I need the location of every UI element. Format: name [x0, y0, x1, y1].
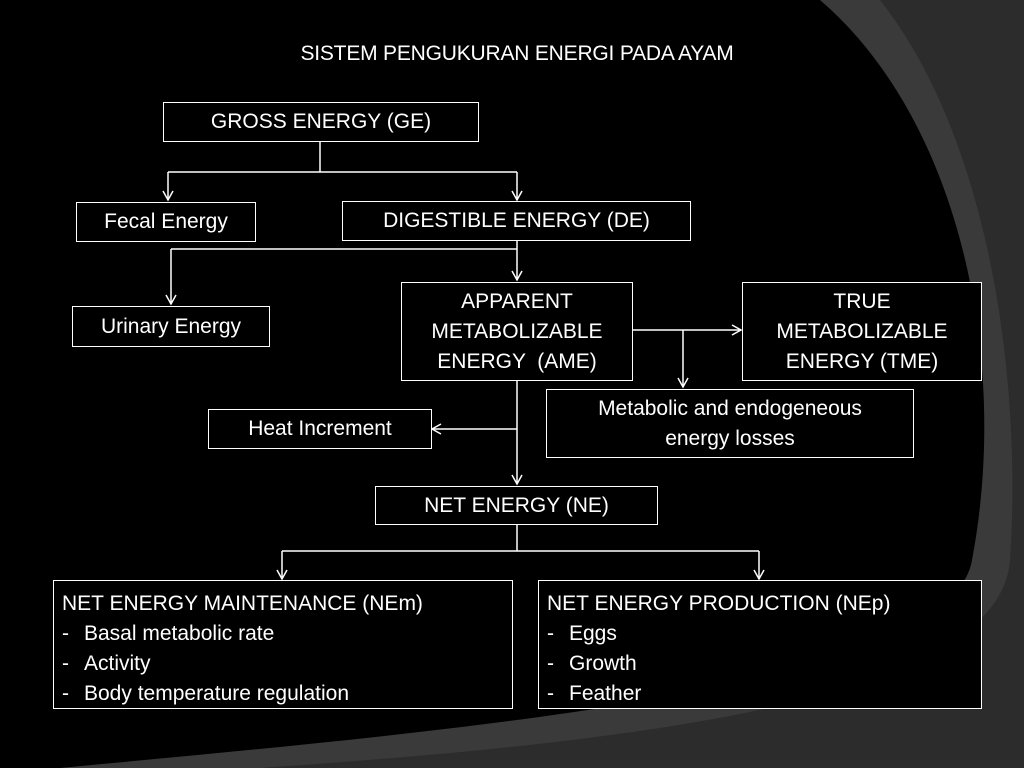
net-energy-maintenance-box: NET ENERGY MAINTENANCE (NEm) -Basal meta… — [53, 580, 513, 709]
tme-line-3: ENERGY (TME) — [785, 349, 939, 373]
nem-heading: NET ENERGY MAINTENANCE (NEm) — [62, 592, 423, 615]
heat-increment-box: Heat Increment — [208, 409, 432, 449]
fecal-energy-label: Fecal Energy — [104, 210, 228, 233]
nem-item: -Basal metabolic rate — [62, 622, 275, 645]
nep-item: -Feather — [547, 682, 642, 705]
nem-item: -Activity — [62, 652, 151, 675]
true-metabolizable-energy-box: TRUE METABOLIZABLE ENERGY (TME) — [742, 282, 982, 381]
heat-increment-label: Heat Increment — [248, 417, 392, 440]
ame-line-3: ENERGY (AME) — [437, 349, 597, 373]
urinary-energy-label: Urinary Energy — [100, 314, 242, 338]
urinary-energy-box: Urinary Energy — [72, 306, 270, 347]
ame-line-1: APPARENT — [461, 289, 573, 313]
nem-item-text: Activity — [84, 652, 151, 675]
metabolic-losses-box: Metabolic and endogeneous energy losses — [546, 389, 914, 458]
net-energy-production-box: NET ENERGY PRODUCTION (NEp) -Eggs -Growt… — [538, 580, 982, 709]
nep-item: -Growth — [547, 652, 637, 675]
ame-line-2: METABOLIZABLE — [431, 319, 603, 343]
tme-line-1: TRUE — [833, 289, 891, 313]
nep-item-text: Feather — [569, 682, 642, 705]
apparent-metabolizable-energy-box: APPARENT METABOLIZABLE ENERGY (AME) — [401, 282, 633, 381]
net-energy-label: NET ENERGY (NE) — [424, 493, 609, 517]
gross-energy-box: GROSS ENERGY (GE) — [163, 102, 479, 142]
nep-item: -Eggs — [547, 622, 617, 645]
nep-heading: NET ENERGY PRODUCTION (NEp) — [547, 592, 891, 615]
nem-item: -Body temperature regulation — [62, 682, 349, 705]
digestible-energy-box: DIGESTIBLE ENERGY (DE) — [342, 201, 691, 241]
net-energy-box: NET ENERGY (NE) — [375, 486, 658, 525]
nep-item-text: Eggs — [569, 622, 617, 645]
gross-energy-label: GROSS ENERGY (GE) — [210, 110, 432, 133]
fecal-energy-box: Fecal Energy — [76, 202, 256, 242]
metabolic-losses-line-2: energy losses — [665, 426, 795, 450]
metabolic-losses-line-1: Metabolic and endogeneous — [598, 396, 862, 420]
slide-title: SISTEM PENGUKURAN ENERGI PADA AYAM — [300, 42, 734, 65]
nem-item-text: Body temperature regulation — [84, 682, 349, 705]
nem-item-text: Basal metabolic rate — [84, 622, 275, 645]
nep-item-text: Growth — [569, 652, 637, 675]
tme-line-2: METABOLIZABLE — [776, 319, 948, 343]
digestible-energy-label: DIGESTIBLE ENERGY (DE) — [383, 209, 650, 232]
